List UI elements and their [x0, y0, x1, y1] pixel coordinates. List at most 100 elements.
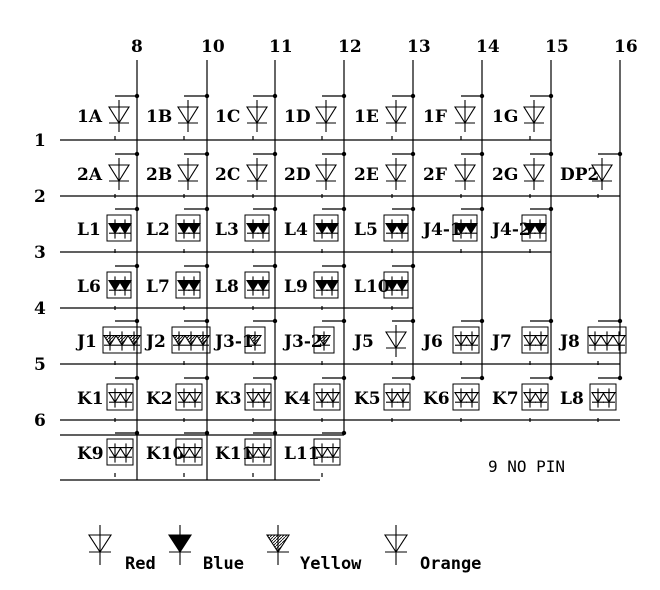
led-label: 1F [423, 107, 447, 127]
led-cell-l11: L11 [284, 430, 347, 477]
legend-item-red: Red [87, 525, 156, 574]
legend-label: Red [125, 554, 156, 574]
row-pin-label: 3 [34, 243, 46, 263]
led-label: 2G [492, 165, 518, 185]
led-cell-2f: 2F [423, 151, 485, 198]
led-label: K7 [492, 389, 519, 409]
led-cell-k6: K6 [423, 375, 485, 422]
led-label: K9 [77, 444, 104, 464]
led-label: J6 [421, 332, 443, 352]
led-cell-1e: 1E [354, 93, 416, 140]
led-cell-k2: K2 [146, 375, 210, 422]
led-label: L9 [284, 277, 308, 297]
led-cell-k5: K5 [354, 375, 416, 422]
led-label: 2B [146, 165, 172, 185]
led-label: L8 [215, 277, 239, 297]
led-label: 2D [284, 165, 311, 185]
legend-label: Orange [420, 554, 481, 574]
led-label: 2F [423, 165, 447, 185]
led-label: K2 [146, 389, 173, 409]
column-pin-label: 15 [545, 37, 569, 57]
led-label: K6 [423, 389, 450, 409]
led-label: 2E [354, 165, 379, 185]
led-cell-j3-1: J3-1 [213, 318, 278, 365]
led-cell-j4-1: J4-1 [421, 206, 485, 253]
led-cell-dp2: DP2 [560, 151, 623, 198]
led-cell-l6: L6 [77, 263, 140, 310]
led-label: K10 [146, 444, 185, 464]
led-cell-k9: K9 [77, 430, 140, 477]
led-label: 1G [492, 107, 518, 127]
led-cell-1b: 1B [146, 93, 210, 140]
row-pin-label: 4 [34, 299, 46, 319]
led-label: 1A [77, 107, 103, 127]
column-pin-label: 8 [131, 37, 143, 57]
led-label: K3 [215, 389, 242, 409]
column-pin-label: 13 [407, 37, 431, 57]
led-label: L7 [146, 277, 170, 297]
led-label: 2A [77, 165, 103, 185]
led-label: J1 [75, 332, 97, 352]
no-pin-note: 9 NO PIN [488, 457, 565, 476]
led-label: J3-1 [213, 332, 254, 352]
led-cell-k7: K7 [492, 375, 554, 422]
led-label: L8 [560, 389, 584, 409]
column-pin-label: 11 [269, 37, 293, 57]
led-cell-2a: 2A [77, 151, 140, 198]
led-cell-k3: K3 [215, 375, 278, 422]
led-cell-2b: 2B [146, 151, 210, 198]
led-cell-k1: K1 [77, 375, 140, 422]
led-cell-l3: L3 [215, 206, 278, 253]
led-label: J4-2 [490, 220, 531, 240]
led-label: J3-2 [282, 332, 323, 352]
led-label: 1B [146, 107, 172, 127]
led-cell-l2: L2 [146, 206, 210, 253]
led-label: J4-1 [421, 220, 462, 240]
legend-label: Blue [203, 554, 244, 574]
led-label: DP2 [560, 165, 599, 185]
led-cell-l5: L5 [354, 206, 416, 253]
led-cell-l4: L4 [284, 206, 347, 253]
led-label: L11 [284, 444, 320, 464]
led-cell-l7: L7 [146, 263, 210, 310]
led-label: 2C [215, 165, 240, 185]
led-cell-1d: 1D [284, 93, 347, 140]
row-pin-label: 5 [34, 355, 46, 375]
led-cell-2g: 2G [492, 151, 554, 198]
legend-item-orange: Orange [383, 525, 481, 574]
led-cell-j5: J5 [352, 318, 416, 365]
led-cell-l10: L10 [354, 263, 416, 310]
led-label: L10 [354, 277, 390, 297]
led-label: 1D [284, 107, 311, 127]
led-cell-j1: J1 [75, 318, 142, 365]
led-cell-l8: L8 [215, 263, 278, 310]
column-pin-label: 16 [614, 37, 638, 57]
led-cell-2e: 2E [354, 151, 416, 198]
led-cell-k4: K4 [284, 375, 347, 422]
led-label: J2 [144, 332, 166, 352]
led-label: J7 [490, 332, 512, 352]
led-cell-2c: 2C [215, 151, 278, 198]
led-cell-l1: L1 [77, 206, 140, 253]
row-pin-label: 2 [34, 187, 46, 207]
led-label: K4 [284, 389, 311, 409]
led-label: K1 [77, 389, 104, 409]
column-pin-label: 12 [338, 37, 362, 57]
led-label: J5 [352, 332, 374, 352]
led-cell-j7: J7 [490, 318, 554, 365]
led-cell-1g: 1G [492, 93, 554, 140]
led-cell-2d: 2D [284, 151, 347, 198]
led-cell-l9: L9 [284, 263, 347, 310]
led-cell-j8: J8 [558, 318, 627, 365]
led-cell-k11: K11 [215, 430, 278, 477]
led-label: L6 [77, 277, 101, 297]
led-label: K11 [215, 444, 253, 464]
row-pin-label: 1 [34, 131, 46, 151]
led-label: L4 [284, 220, 308, 240]
column-pin-label: 14 [476, 37, 500, 57]
led-cell-j2: J2 [144, 318, 211, 365]
led-cell-j4-2: J4-2 [490, 206, 554, 253]
led-label: L2 [146, 220, 170, 240]
led-label: L5 [354, 220, 378, 240]
